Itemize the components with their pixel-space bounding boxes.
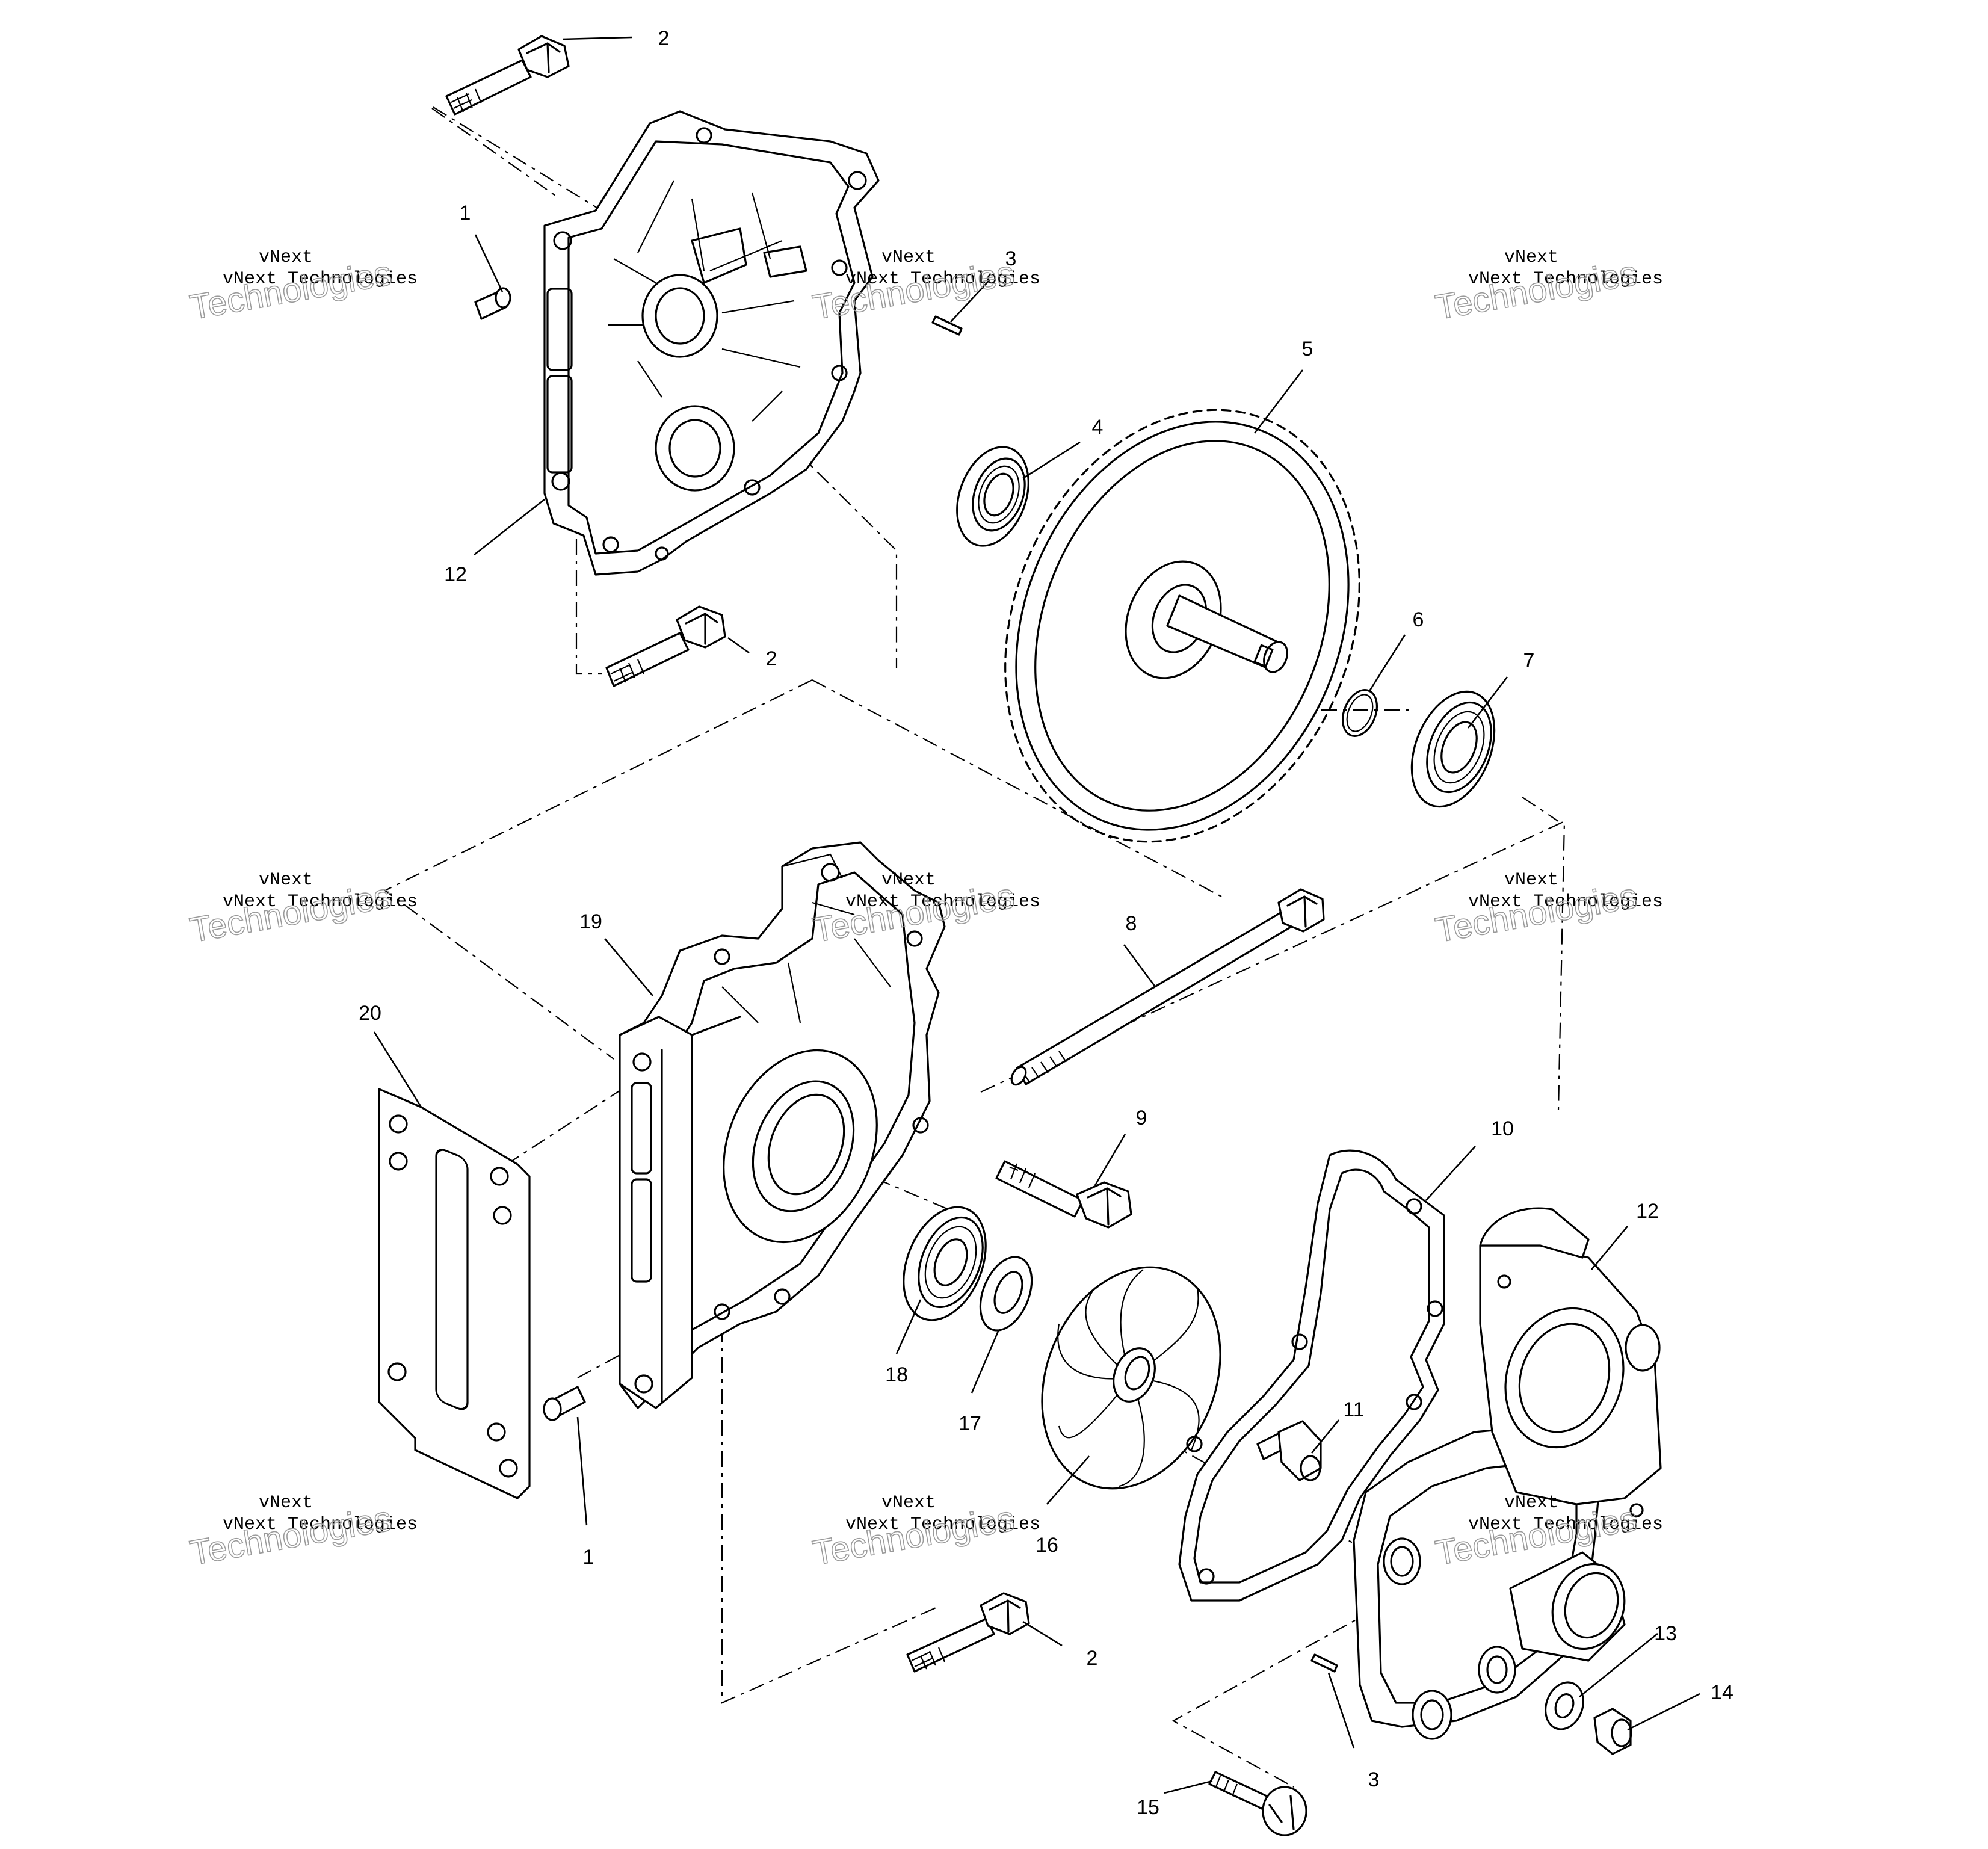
watermark-company: vNext Technologies bbox=[1468, 1514, 1663, 1535]
watermark-company: vNext Technologies bbox=[223, 269, 418, 289]
watermark-brand: vNext bbox=[259, 870, 313, 891]
callout-1: 1 bbox=[460, 202, 471, 224]
callout-19: 19 bbox=[579, 910, 602, 933]
seal-18 bbox=[903, 1206, 987, 1321]
washer-13 bbox=[1545, 1681, 1584, 1730]
pump-cover-12 bbox=[1353, 1207, 1662, 1740]
watermark-brand: vNext bbox=[881, 247, 936, 268]
bolt-top bbox=[445, 35, 570, 116]
long-bolt-8 bbox=[1010, 888, 1325, 1086]
dowel-pin-bottom bbox=[543, 1386, 586, 1421]
callout-1: 1 bbox=[583, 1546, 594, 1569]
bolt-9 bbox=[995, 1160, 1132, 1229]
watermark-company: vNext Technologies bbox=[845, 1514, 1040, 1535]
watermark-brand: vNext bbox=[1504, 1493, 1558, 1513]
small-pin-bottom bbox=[1310, 1653, 1338, 1673]
watermark-brand: vNext bbox=[881, 870, 936, 891]
callout-9: 9 bbox=[1136, 1107, 1147, 1129]
callout-10: 10 bbox=[1491, 1117, 1514, 1140]
bolt-bottom bbox=[906, 1592, 1030, 1673]
callout-18: 18 bbox=[885, 1363, 908, 1386]
watermark-brand: vNext bbox=[259, 247, 313, 268]
callout-12: 12 bbox=[1636, 1200, 1659, 1223]
gasket-20 bbox=[378, 1088, 531, 1499]
gear-5 bbox=[1004, 409, 1360, 843]
bolt-14 bbox=[1593, 1708, 1632, 1755]
watermark-brand: vNext bbox=[1504, 247, 1558, 268]
bearing-7 bbox=[1410, 690, 1496, 808]
callout-6: 6 bbox=[1413, 608, 1424, 631]
callout-3: 3 bbox=[1368, 1768, 1380, 1791]
o-ring-6 bbox=[1342, 689, 1378, 737]
watermark-brand: vNext bbox=[259, 1493, 313, 1513]
pump-housing-19 bbox=[619, 841, 946, 1409]
upper-cover-housing bbox=[543, 110, 880, 576]
callout-15: 15 bbox=[1137, 1796, 1159, 1819]
callout-3: 3 bbox=[1005, 247, 1017, 270]
watermark-company: vNext Technologies bbox=[845, 892, 1040, 912]
gasket-10 bbox=[1178, 1149, 1445, 1602]
watermark-company: vNext Technologies bbox=[1468, 892, 1663, 912]
bolt-middle bbox=[605, 605, 726, 687]
callout-16: 16 bbox=[1036, 1534, 1058, 1557]
washer-17 bbox=[979, 1256, 1033, 1332]
bolt-15 bbox=[1208, 1771, 1307, 1836]
callout-11: 11 bbox=[1343, 1398, 1364, 1421]
callout-2: 2 bbox=[766, 647, 777, 670]
callout-2: 2 bbox=[1087, 1647, 1098, 1670]
plug-11 bbox=[1256, 1420, 1322, 1481]
callout-14: 14 bbox=[1711, 1681, 1733, 1704]
callout-12: 12 bbox=[444, 563, 467, 586]
callout-7: 7 bbox=[1523, 649, 1535, 672]
small-pin-top bbox=[931, 315, 963, 336]
callout-8: 8 bbox=[1126, 912, 1137, 935]
callout-17: 17 bbox=[958, 1412, 981, 1435]
watermark-company: vNext Technologies bbox=[1468, 269, 1663, 289]
callout-labels: 2 1 3 12 2 4 5 6 7 19 8 20 9 10 12 18 17… bbox=[359, 27, 1733, 1819]
callout-13: 13 bbox=[1654, 1622, 1677, 1645]
callout-4: 4 bbox=[1092, 416, 1104, 439]
callout-20: 20 bbox=[359, 1002, 381, 1025]
watermark-company: vNext Technologies bbox=[845, 269, 1040, 289]
callout-5: 5 bbox=[1302, 338, 1314, 360]
impeller-16 bbox=[1041, 1266, 1221, 1490]
watermark-company: vNext Technologies bbox=[223, 892, 418, 912]
watermark-brand: vNext bbox=[881, 1493, 936, 1513]
watermark-company: vNext Technologies bbox=[223, 1514, 418, 1535]
dowel-pin-top bbox=[474, 287, 511, 320]
bearing-4 bbox=[956, 446, 1030, 547]
callout-2: 2 bbox=[658, 27, 670, 50]
watermark-brand: vNext bbox=[1504, 870, 1558, 891]
leader-lines bbox=[373, 36, 1700, 1794]
